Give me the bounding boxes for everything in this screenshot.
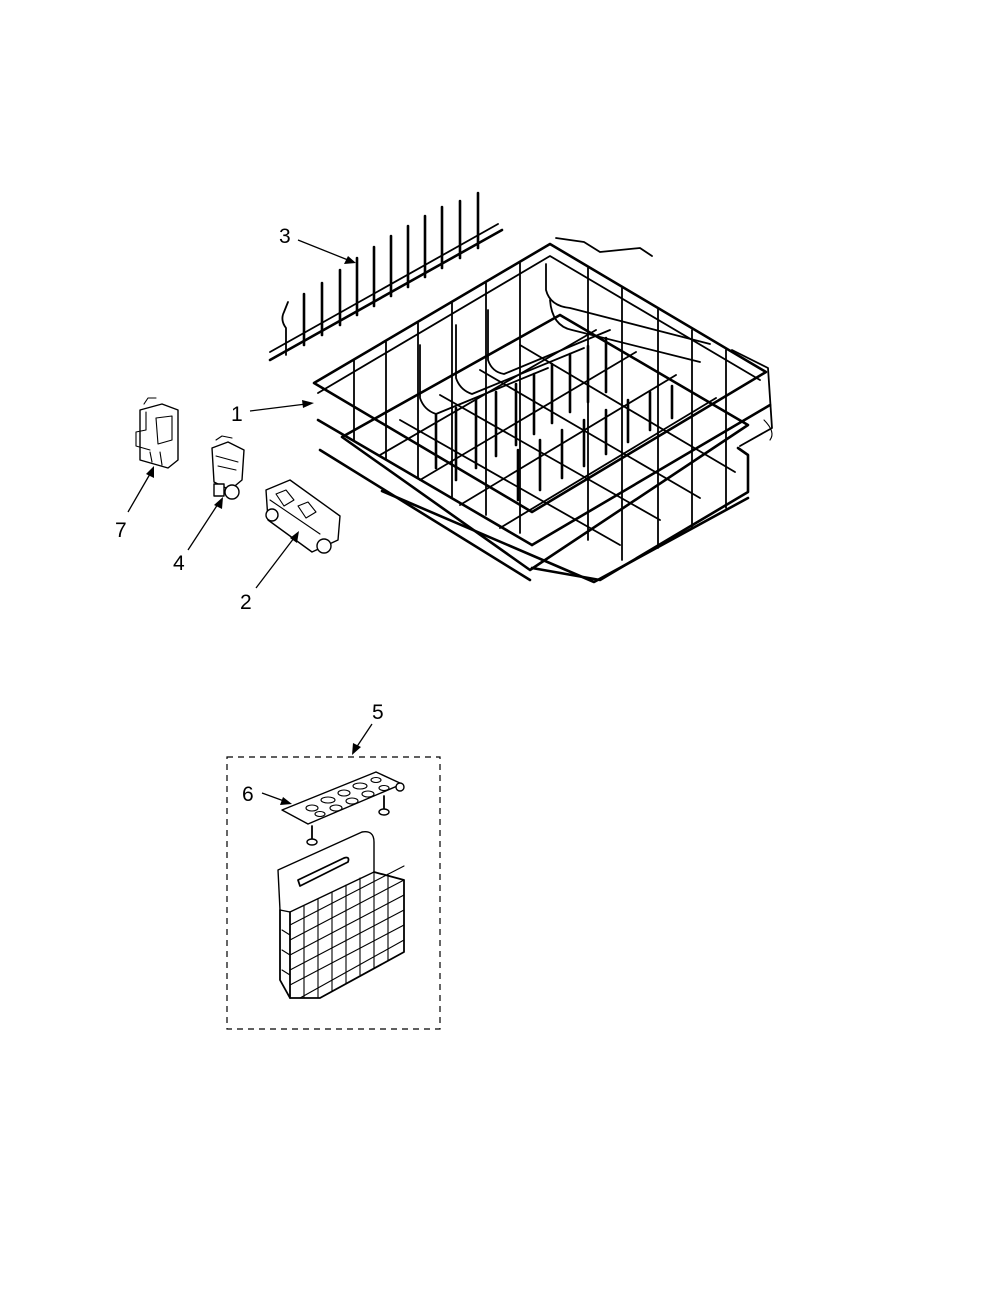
callout-3: 3 <box>279 225 291 248</box>
leader-lines <box>127 239 373 805</box>
callout-1: 1 <box>231 403 243 426</box>
basket-cover-part <box>281 771 405 846</box>
wheel-clip-part <box>211 435 245 500</box>
tine-row-part <box>268 191 504 362</box>
wheel-carrier-part <box>265 479 341 554</box>
callout-7: 7 <box>115 519 127 542</box>
end-cap-part <box>135 397 179 469</box>
callout-6: 6 <box>242 783 254 806</box>
callout-5: 5 <box>372 701 384 724</box>
dishrack-part <box>312 237 773 584</box>
silverware-basket-part <box>277 831 405 999</box>
callout-2: 2 <box>240 591 252 614</box>
callout-4: 4 <box>173 552 185 575</box>
